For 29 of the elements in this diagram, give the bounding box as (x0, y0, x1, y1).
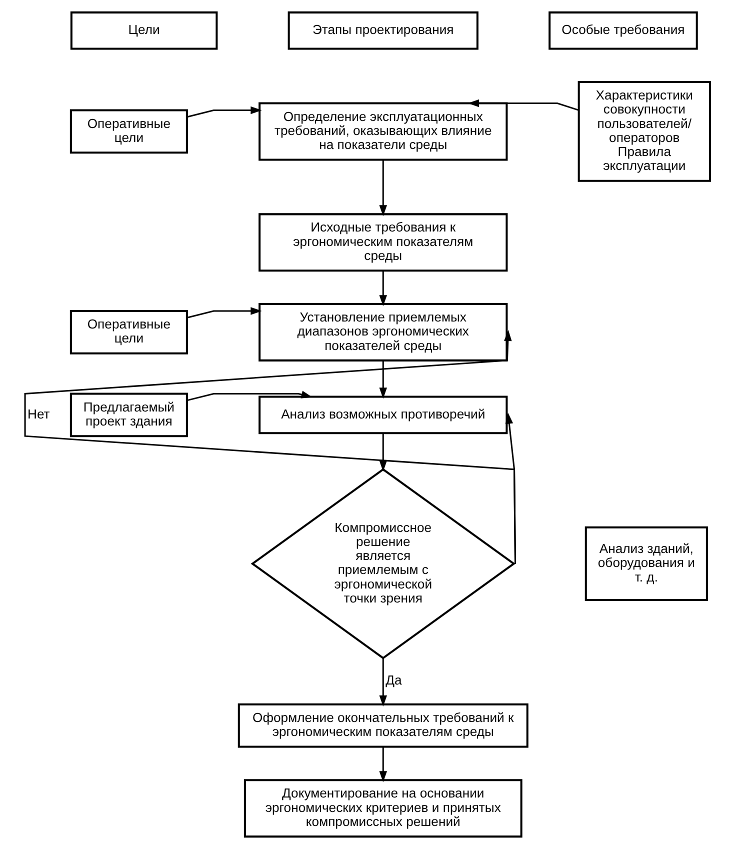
node-box: Предлагаемый проект здания (69, 392, 188, 438)
node-box: Этапы проектирования (287, 11, 478, 50)
node-box: Оперативные цели (69, 109, 188, 154)
node-box: Анализ зданий, оборудования и т. д. (584, 526, 708, 602)
edge-label: Да (385, 672, 402, 688)
node-box: Оформление окончательных требований к эргономическим показателям среды (237, 703, 528, 748)
arrow (378, 270, 387, 306)
arrow (186, 106, 262, 118)
node-box: Оперативные цели (69, 310, 188, 354)
node-box: Особые требования (548, 11, 698, 50)
arrow (467, 99, 578, 111)
node-box: Установление приемлемых диапазонов эргономических показателей среды (258, 302, 508, 362)
arrow (378, 160, 387, 216)
arrow (378, 658, 387, 707)
node-box: Анализ возможных противоречий (258, 396, 508, 434)
node-box: Цели (70, 11, 218, 50)
arrow (378, 433, 387, 472)
arrow (378, 746, 387, 782)
node-diamond: Компромиссное решение является приемлемым с эргономической точки зрения (250, 468, 515, 660)
node-box: Исходные требования к эргономическим показателям среды (258, 213, 508, 272)
node-box: Характеристики совокупности пользователей/ операторов Правила эксплуатации (577, 81, 710, 182)
arrow (504, 412, 516, 564)
arrow (186, 307, 262, 318)
edge-label: Нет (26, 406, 50, 422)
arrow (378, 360, 387, 399)
arrow (186, 390, 312, 402)
node-box: Определение эксплуатационных требований, оказывающих влияние на показатели среды (258, 102, 508, 161)
node-box: Документирование на основании эргономических критериев и принятых компромиссных решений (243, 779, 522, 838)
arrow (24, 330, 516, 564)
